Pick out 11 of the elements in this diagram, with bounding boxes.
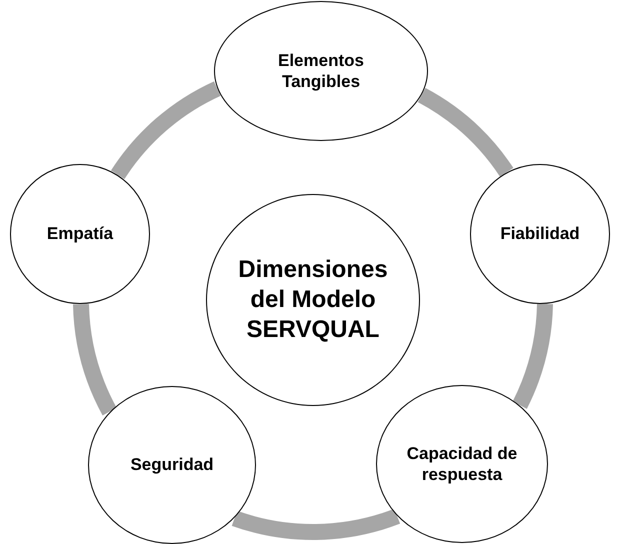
node-label: Elementos Tangibles (277, 50, 365, 92)
node-label: Capacidad de respuesta (406, 442, 518, 486)
node-label: Fiabilidad (500, 223, 580, 245)
ring-connector (111, 82, 221, 180)
node-label: Seguridad (130, 454, 214, 476)
ring-connector (417, 88, 514, 178)
ring-connector (73, 304, 117, 416)
ring-connector (232, 508, 400, 540)
node-label: Empatía (46, 223, 114, 245)
ring-connector (512, 303, 553, 409)
node-label: Dimensiones del Modelo SERVQUAL (238, 255, 388, 345)
